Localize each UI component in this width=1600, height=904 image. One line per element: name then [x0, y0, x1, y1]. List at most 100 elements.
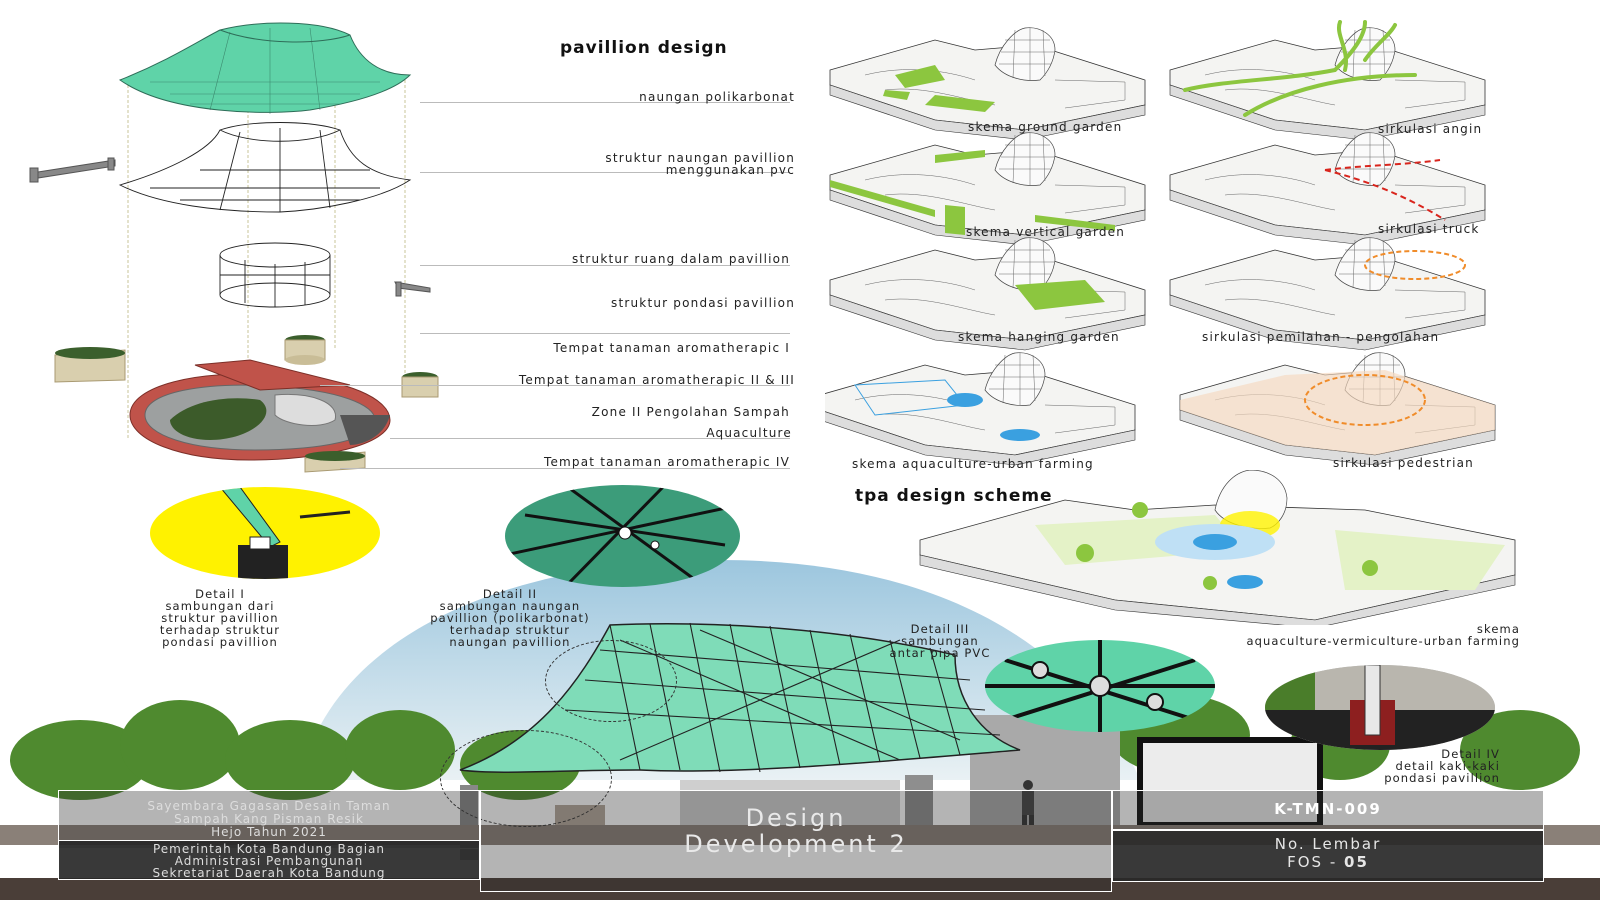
soil-strip [0, 878, 1600, 900]
leader-line [320, 385, 790, 386]
leader-line [420, 172, 790, 173]
pavilion-exploded-svg [29, 22, 439, 473]
detail-2-caption: Detail II sambungan naungan pavillion (p… [395, 588, 625, 648]
footer-code-cell: K-TMN-009 [1112, 790, 1544, 830]
pavilion-label: struktur pondasi pavillion [611, 296, 795, 310]
scheme-label: sirkulasi angin [1378, 122, 1483, 136]
wall-block [970, 715, 1120, 825]
scheme-label: skema vertical garden [966, 225, 1126, 239]
footer-competition-line: Hejo Tahun 2021 [211, 825, 327, 839]
detail-3-caption: Detail III sambungan antar pipa PVC [860, 623, 1020, 659]
detail-caption-line: sambungan dari [165, 599, 275, 613]
pavilion-label: struktur naungan pavillion [605, 151, 795, 165]
leader-line [340, 468, 790, 469]
detail-marker-circle [545, 640, 677, 722]
scheme-grid [819, 20, 1525, 470]
detail-caption-line: naungan pavillion [449, 635, 571, 649]
detail-caption-line: terhadap struktur [449, 623, 571, 637]
detail-caption-line: Detail IV [1441, 747, 1500, 761]
pavilion-label: naungan polikarbonat [639, 90, 795, 104]
footer-sheet-prefix: FOS - [1287, 853, 1345, 871]
scheme-aquaculture-urban-farming [819, 352, 1136, 466]
detail-caption-line: pondasi pavillion [1384, 771, 1500, 785]
detail-caption-line: detail kaki-kaki [1395, 759, 1500, 773]
detail-4-circle [1265, 665, 1495, 750]
back-wall [680, 780, 900, 830]
scheme-label: skema ground garden [968, 120, 1123, 134]
detail-marker-circle [440, 730, 612, 827]
tpa-scheme-svg [919, 469, 1516, 629]
pvc-canopy-structure [118, 122, 412, 213]
scheme-wind-circulation [1169, 20, 1486, 141]
scheme-label: skema hanging garden [958, 330, 1120, 344]
scheme-hanging-garden [829, 237, 1146, 351]
footer-stage-cell: Design Development 2 [480, 790, 1112, 892]
pavilion-title: pavillion design [560, 38, 728, 58]
footer-sheet-cell: No. Lembar FOS - 05 [1112, 830, 1544, 882]
tpa-title: tpa design scheme [855, 486, 1053, 506]
detail-1-svg [219, 487, 351, 579]
pavilion-foundation-base [129, 359, 391, 461]
detail-caption-line: pavillion (polikarbonat) [430, 611, 590, 625]
detail-2-circle [505, 485, 740, 587]
detail-4-svg [1265, 665, 1495, 750]
leader-line [420, 265, 790, 266]
scheme-sorting-processing-circulation [1169, 237, 1486, 351]
leader-line [420, 102, 790, 103]
detail-caption-line: sambungan [901, 634, 979, 648]
building-box [1137, 737, 1323, 828]
detail-caption-line: Detail I [195, 587, 245, 601]
aromatherapic-planter-4 [304, 451, 366, 473]
tpa-caption-line: skema [1476, 622, 1520, 636]
pavilion-label: Aquaculture [706, 426, 792, 440]
detail-2-svg [505, 485, 740, 587]
footer-code: K-TMN-009 [1274, 800, 1382, 818]
detail-caption-line: sambungan naungan [439, 599, 581, 613]
footer-organizer-line: Pemerintah Kota Bandung Bagian [152, 842, 386, 856]
detail-3-svg [985, 640, 1215, 732]
scheme-label: skema aquaculture-urban farming [852, 457, 1094, 471]
scheme-label: sirkulasi pemilahan - pengolahan [1202, 330, 1440, 344]
footer-sheet-number: 05 [1344, 853, 1369, 871]
pavilion-label: Zone II Pengolahan Sampah [591, 405, 790, 419]
footer-sheet-label: No. Lembar [1274, 835, 1382, 853]
tpa-caption: skema aquaculture-vermiculture-urban far… [1120, 623, 1520, 647]
scheme-vertical-garden [829, 132, 1146, 246]
detail-caption-line: pondasi pavillion [162, 635, 278, 649]
detail-1-caption: Detail I sambungan dari struktur pavilli… [120, 588, 320, 648]
scheme-grid-svg [819, 20, 1496, 466]
detail-caption-line: Detail III [910, 622, 970, 636]
detail-caption-line: antar pipa PVC [889, 646, 991, 660]
leader-line [390, 438, 790, 439]
pavilion-label: struktur ruang dalam pavillion [572, 252, 790, 266]
scheme-ground-garden [829, 27, 1146, 141]
detail-caption-line: Detail II [482, 587, 538, 601]
pvc-connector-part [29, 157, 116, 183]
aromatherapic-planter-1 [284, 335, 326, 365]
footer-organizer-line: Sekretariat Daerah Kota Bandung [152, 866, 386, 880]
footer-sheet-id: FOS - 05 [1113, 853, 1543, 871]
tpa-caption-line: aquaculture-vermiculture-urban farming [1246, 634, 1520, 648]
tpa-design-scheme [915, 469, 1535, 629]
pavilion-label: Tempat tanaman aromatherapic IV [543, 455, 790, 469]
footer-organizer-cell: Pemerintah Kota Bandung Bagian Administr… [58, 840, 480, 880]
pavilion-label: menggunakan pvc [665, 163, 795, 177]
detail-4-caption: Detail IV detail kaki-kaki pondasi pavil… [1320, 748, 1500, 784]
scheme-truck-circulation [1169, 132, 1486, 246]
inner-room-structure [219, 242, 331, 308]
footer-competition-line: Sampah Kang Pisman Resik [174, 812, 364, 826]
detail-caption-line: terhadap struktur [159, 623, 281, 637]
detail-caption-line: struktur pavillion [161, 611, 279, 625]
scheme-label: sirkulasi pedestrian [1333, 456, 1474, 470]
scheme-label: sirkulasi truck [1378, 222, 1480, 236]
person-figure [1022, 780, 1034, 830]
polycarbonate-canopy [118, 22, 412, 114]
pavilion-label: Tempat tanaman aromatherapic I [553, 341, 790, 355]
footer-organizer-line: Administrasi Pembangunan [174, 854, 364, 868]
leader-line [420, 333, 790, 334]
detail-1-circle [150, 487, 380, 579]
foundation-part [394, 281, 431, 297]
aromatherapic-planter-left [54, 347, 126, 383]
scheme-pedestrian-circulation [1179, 352, 1496, 466]
aromatherapic-planter-2-3 [401, 372, 439, 398]
